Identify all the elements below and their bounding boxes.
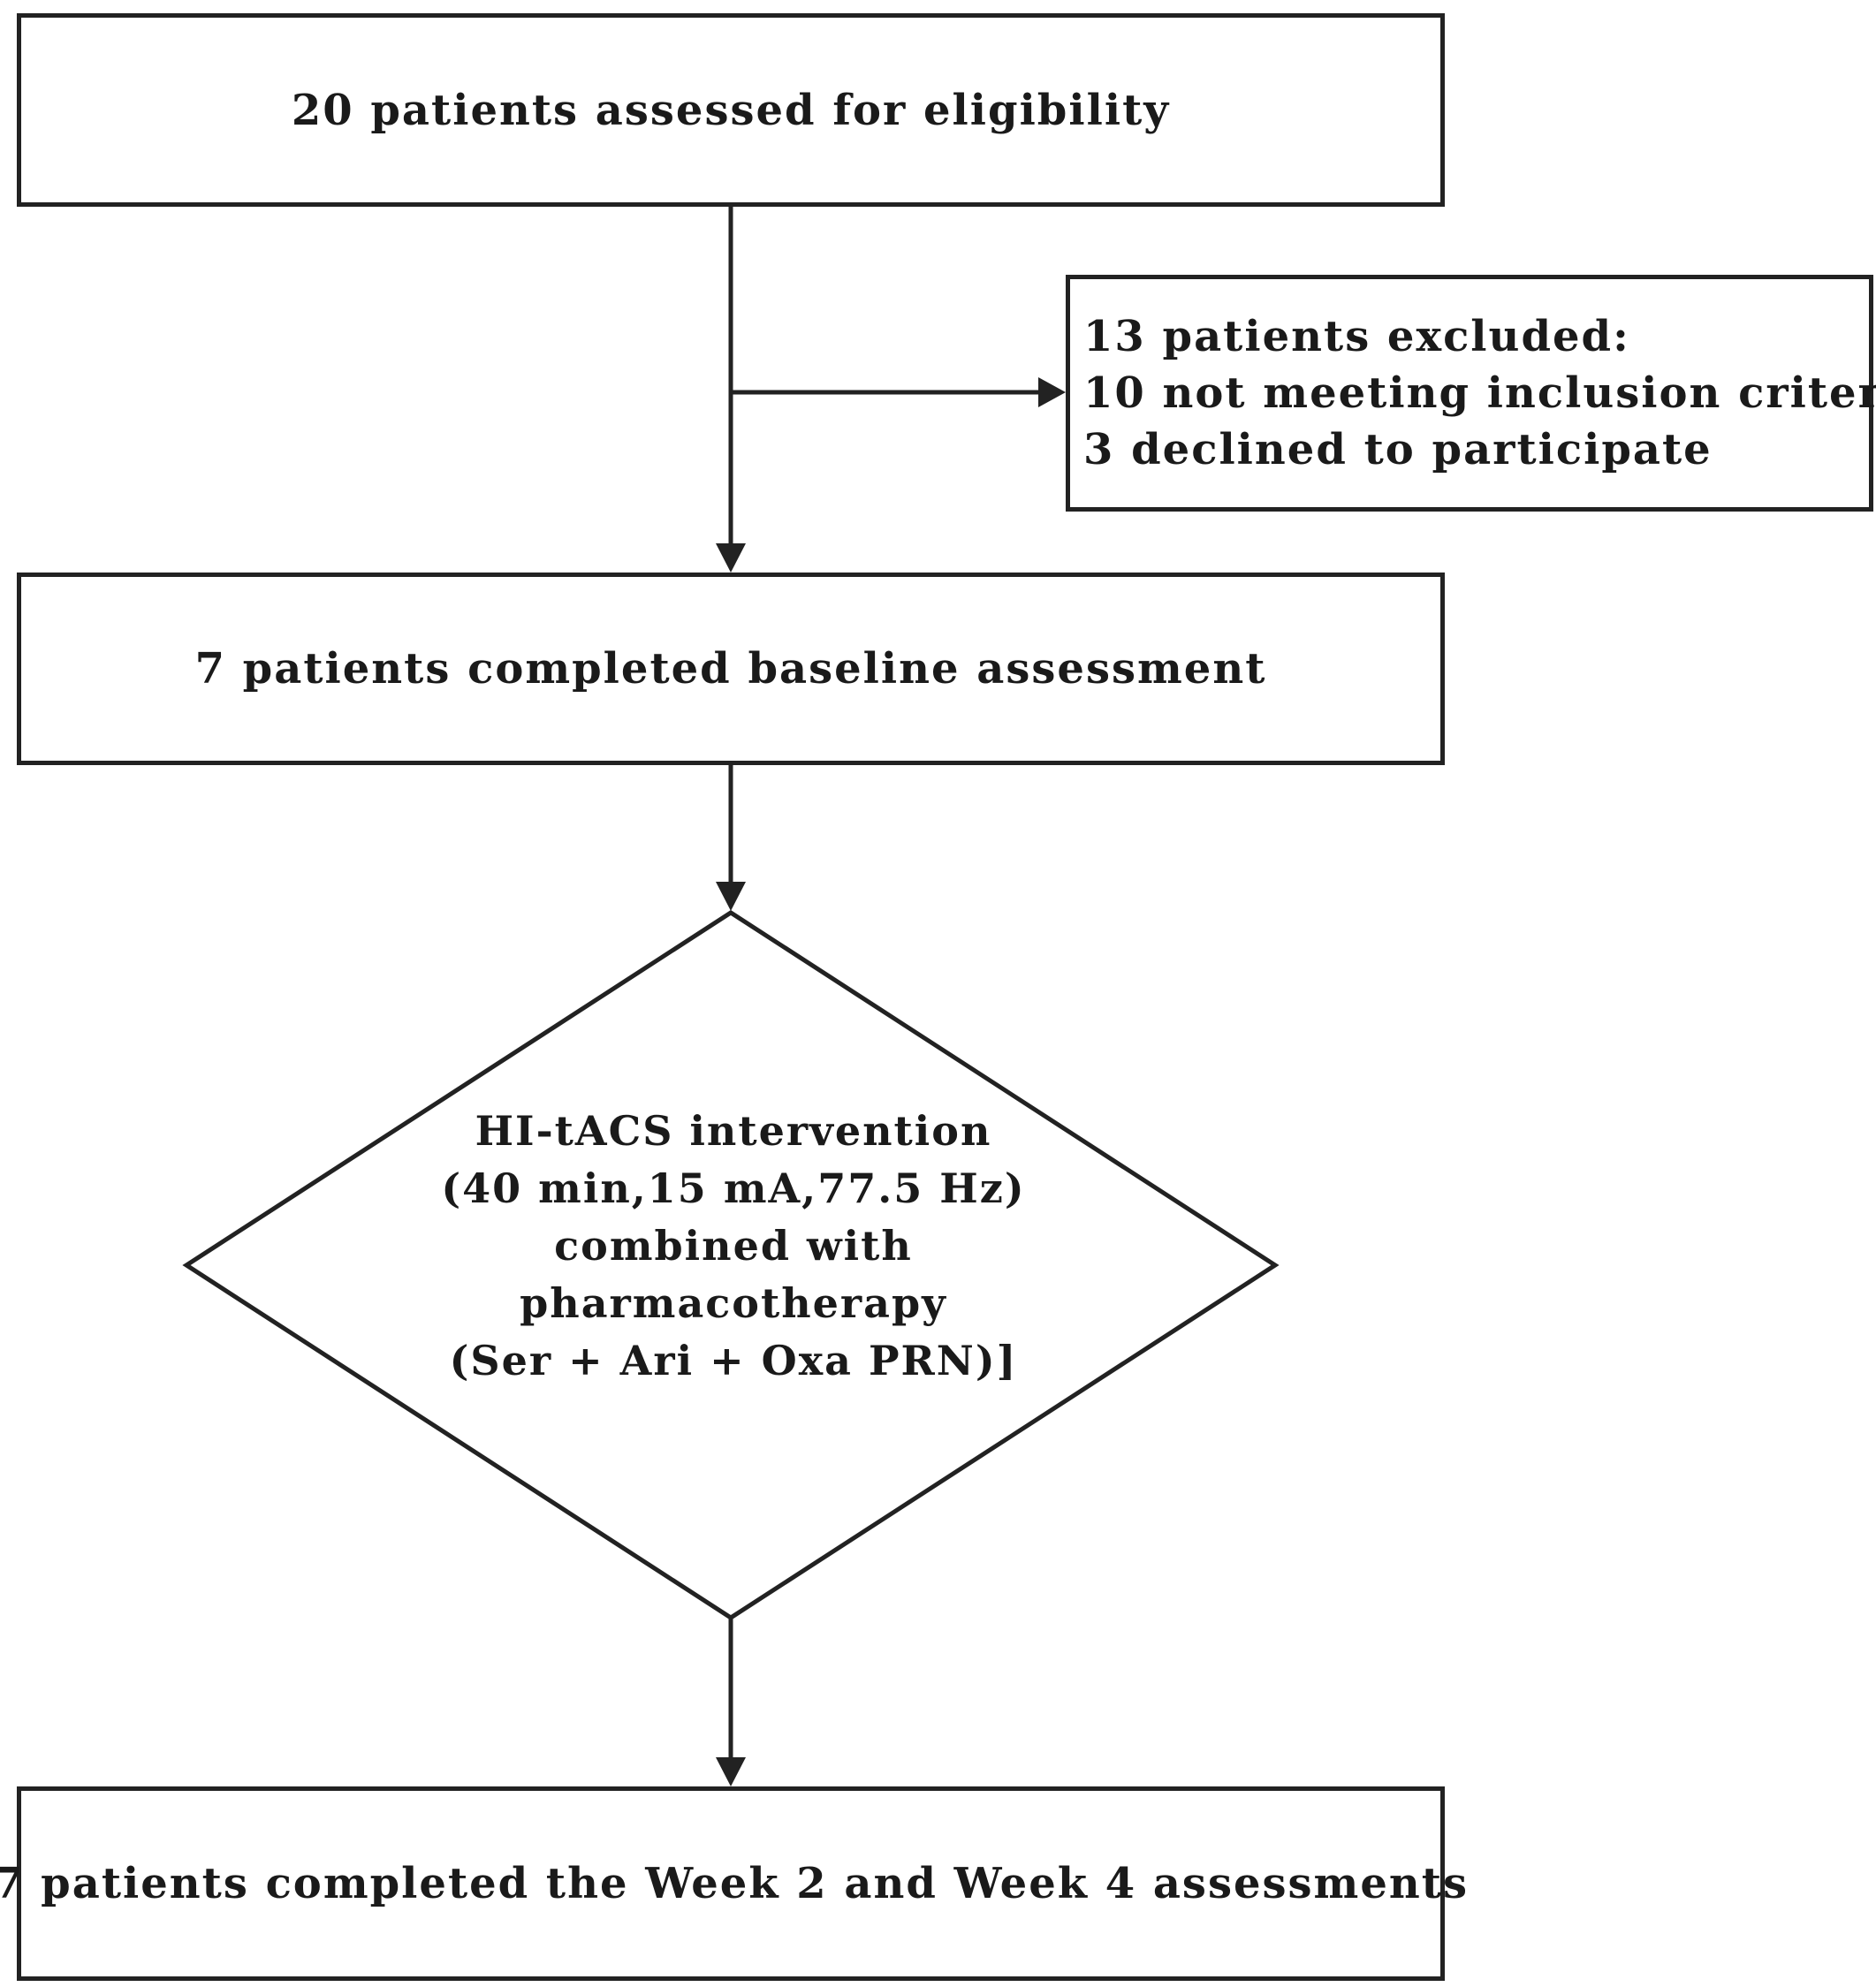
intervention-line-params: (40 min,15 mA,77.5 Hz) bbox=[441, 1164, 1026, 1212]
arrowhead-intervention bbox=[716, 882, 746, 911]
excluded-line-declined: 3 declined to participate bbox=[1083, 425, 1713, 474]
intervention-line-title: HI-tACS intervention bbox=[475, 1107, 992, 1155]
assessed-label: 20 patients assessed for eligibility bbox=[291, 85, 1171, 135]
final-box: 7 patients completed the Week 2 and Week… bbox=[0, 1786, 1467, 1981]
excluded-line-total: 13 patients excluded: bbox=[1083, 312, 1630, 361]
excluded-line-criteria: 10 not meeting inclusion criteria bbox=[1083, 368, 1876, 418]
intervention-line-drugs: (Ser + Ari + Oxa PRN)] bbox=[449, 1337, 1018, 1384]
intervention-text: HI-tACS intervention (40 min,15 mA,77.5 … bbox=[441, 1103, 1026, 1390]
assessed-box: 20 patients assessed for eligibility bbox=[17, 13, 1445, 207]
baseline-label: 7 patients completed baseline assessment bbox=[194, 644, 1267, 694]
intervention-line-pharmacotherapy: pharmacotherapy bbox=[520, 1279, 947, 1327]
final-label: 7 patients completed the Week 2 and Week… bbox=[0, 1859, 1469, 1908]
excluded-lines: 13 patients excluded: 10 not meeting inc… bbox=[1083, 311, 1876, 475]
arrowhead-excluded bbox=[1038, 377, 1066, 407]
arrowhead-baseline bbox=[716, 543, 746, 573]
baseline-box: 7 patients completed baseline assessment bbox=[17, 573, 1445, 765]
intervention-line-combined: combined with bbox=[554, 1222, 913, 1270]
arrowhead-final bbox=[716, 1757, 746, 1786]
excluded-box: 13 patients excluded: 10 not meeting inc… bbox=[1066, 275, 1876, 512]
